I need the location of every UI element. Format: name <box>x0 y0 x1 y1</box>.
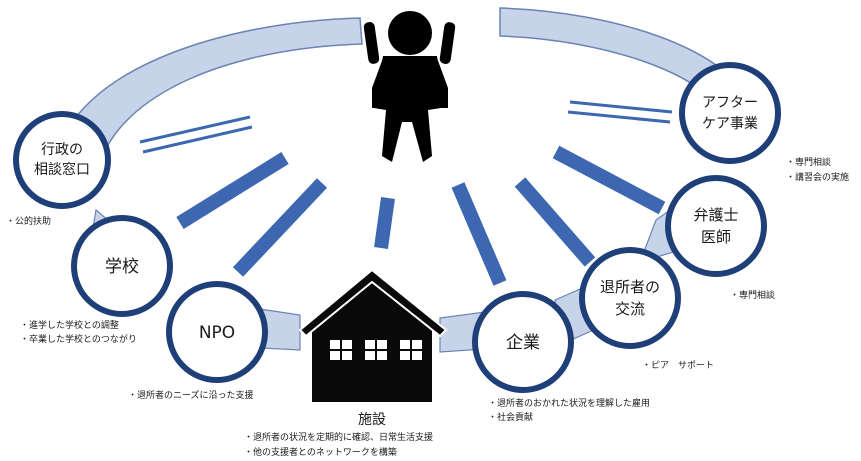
person-figure-icon <box>363 11 456 162</box>
node-label-line: 医師 <box>701 228 731 246</box>
node-company: 企業 <box>472 291 574 393</box>
note-company: ・退所者のおかれた状況を理解した雇用 <box>488 397 650 409</box>
rays <box>139 100 673 286</box>
node-label-line: 相談窓口 <box>34 161 90 178</box>
center-note: ・退所者の状況を定期的に確認、日常生活支援 <box>244 431 433 443</box>
ray-to-company <box>451 182 507 286</box>
node-lawyer-doctor: 弁護士 医師 <box>665 175 767 277</box>
node-school: 学校 <box>71 215 173 317</box>
note-alumni: ・ピア サポート <box>642 360 714 371</box>
note-company: ・社会貢献 <box>488 411 533 423</box>
note-gov: ・公的扶助 <box>6 215 51 227</box>
note-npo: ・退所者のニーズに沿った支援 <box>128 389 254 401</box>
ray-to-alumni <box>514 177 596 267</box>
node-npo: NPO <box>166 281 268 383</box>
ray-to-house <box>374 197 395 249</box>
notes: ・公的扶助 ・進学した学校との調整 ・卒業した学校とのつながり ・退所者のニーズ… <box>6 156 849 423</box>
note-school: ・進学した学校との調整 <box>20 319 119 331</box>
center-label: 施設 <box>358 412 386 428</box>
ray-to-lawyer <box>552 145 666 215</box>
node-label-line: 交流 <box>615 300 645 318</box>
house-icon <box>298 268 448 402</box>
note-school: ・卒業した学校とのつながり <box>20 333 137 345</box>
center-note: ・他の支援者とのネットワークを構築 <box>244 446 397 458</box>
node-label-line: ケア事業 <box>702 116 758 132</box>
note-aftercare: ・専門相談 <box>786 156 831 168</box>
note-lawyer: ・専門相談 <box>730 289 775 301</box>
node-label-line: 退所者の <box>600 278 660 296</box>
node-label-line: 学校 <box>105 257 139 277</box>
node-label-line: NPO <box>199 323 235 343</box>
node-aftercare: アフター ケア事業 <box>679 62 781 164</box>
double-line-right <box>567 100 673 124</box>
node-label-line: 行政の <box>41 142 83 158</box>
node-label-line: アフター <box>702 95 758 111</box>
node-alumni-exchange: 退所者の 交流 <box>579 247 681 349</box>
node-gov-consultation: 行政の 相談窓口 <box>13 111 111 209</box>
ray-to-npo <box>232 178 328 277</box>
node-label-line: 弁護士 <box>693 206 738 224</box>
ray-to-school <box>176 152 289 229</box>
note-aftercare: ・講習会の実施 <box>786 171 849 183</box>
node-label-line: 企業 <box>506 333 540 353</box>
double-line-left <box>139 115 253 154</box>
